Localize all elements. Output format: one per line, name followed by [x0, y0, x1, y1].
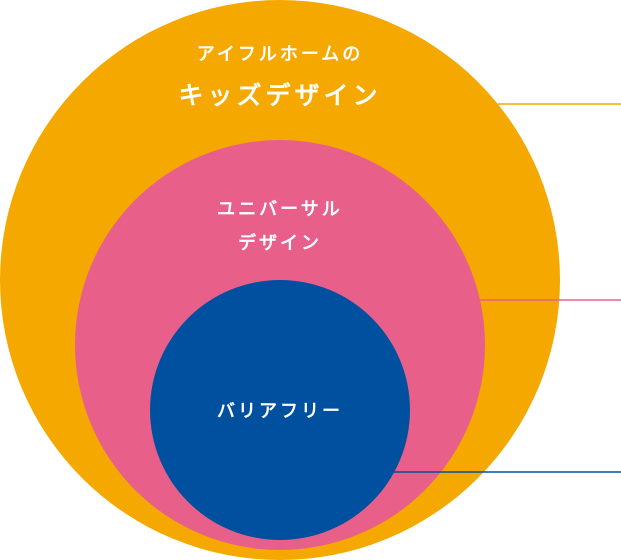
middle-label-line-2: デザイン — [238, 233, 322, 254]
middle-label: ユニバーサル デザイン — [130, 193, 430, 261]
middle-label-line-1: ユニバーサル — [217, 199, 343, 220]
inner-circle — [150, 280, 410, 540]
outer-label-line-1: アイフルホームの — [196, 44, 364, 65]
outer-label-line-2: キッズデザイン — [178, 81, 382, 110]
inner-label: バリアフリー — [217, 401, 343, 422]
